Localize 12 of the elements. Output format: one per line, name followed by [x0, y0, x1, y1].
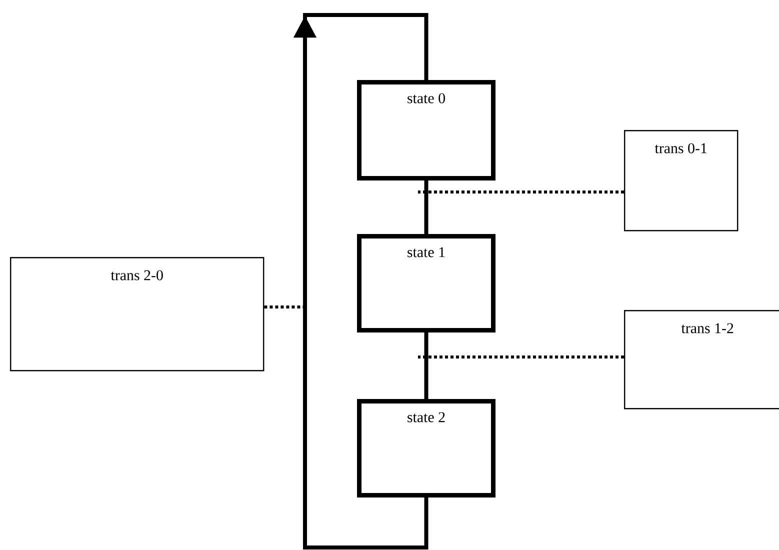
dotted-line	[418, 190, 624, 194]
connector-line	[424, 332, 428, 399]
state-box: state 1	[357, 234, 496, 332]
dotted-line	[264, 306, 305, 308]
connector-line	[424, 180, 428, 234]
dotted-line	[418, 356, 624, 358]
state-box: state 2	[357, 399, 496, 498]
loop-arrow	[293, 13, 428, 550]
state-box: state 0	[357, 80, 496, 180]
transition-box: trans 1-2	[624, 310, 779, 410]
transition-box: trans 2-0	[10, 257, 264, 372]
transition-box: trans 0-1	[624, 130, 738, 232]
